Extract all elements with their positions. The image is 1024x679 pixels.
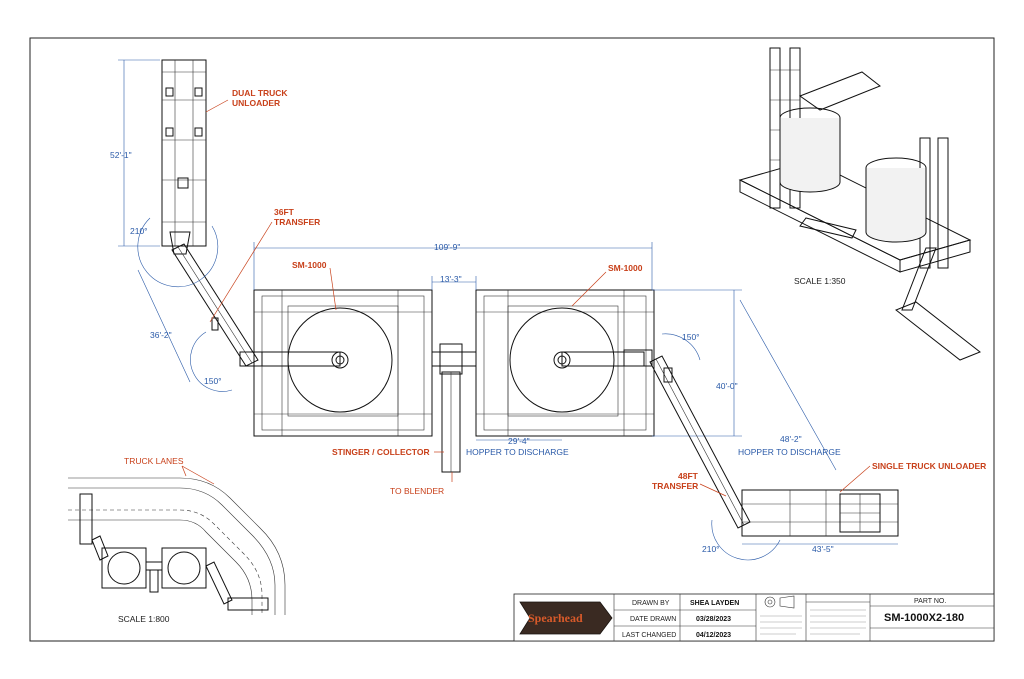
last-changed-value: 04/12/2023: [696, 632, 731, 639]
note-hopper-to-discharge-left: HOPPER TO DISCHARGE: [466, 447, 569, 457]
mini-site-plan: [68, 477, 286, 615]
date-drawn-value: 03/28/2023: [696, 616, 731, 623]
sm-1000-left-unit: [253, 289, 433, 437]
callout-dual-truck-unloader-1: DUAL TRUCK: [232, 88, 288, 98]
part-no-value: SM-1000X2-180: [884, 612, 964, 624]
callout-36ft-transfer-2: TRANSFER: [274, 217, 320, 227]
leader-lines: [181, 99, 871, 497]
scale-mini-plan: SCALE 1:800: [118, 614, 170, 624]
callout-stinger-collector: STINGER / COLLECTOR: [332, 447, 430, 457]
dim-29-4: 29'-4": [508, 436, 530, 446]
transfer-36ft-conveyor: [171, 243, 263, 367]
callout-48ft-transfer-1: 48FT: [678, 471, 699, 481]
dim-52-1: 52'-1": [110, 150, 132, 160]
scale-isometric: SCALE 1:350: [794, 276, 846, 286]
drawn-by-label: DRAWN BY: [632, 600, 670, 607]
dim-43-5: 43'-5": [812, 544, 834, 554]
sm-1000-right-unit: [475, 289, 655, 437]
callout-to-blender: TO BLENDER: [390, 486, 444, 496]
sheet-border: [29, 37, 995, 642]
callout-truck-lanes: TRUCK LANES: [124, 456, 184, 466]
date-drawn-label: DATE DRAWN: [630, 616, 676, 623]
dim-210-bottom: 210°: [702, 544, 720, 554]
callout-dual-truck-unloader-2: UNLOADER: [232, 98, 280, 108]
projection-symbol-icon: [764, 595, 795, 609]
note-hopper-to-discharge-right: HOPPER TO DISCHARGE: [738, 447, 841, 457]
dim-109-9: 109'-9": [434, 242, 460, 252]
left-dimension-lines: [118, 59, 233, 392]
isometric-view: [738, 47, 981, 361]
callout-36ft-transfer-1: 36FT: [274, 207, 295, 217]
callout-sm-1000-left: SM-1000: [292, 260, 327, 270]
dim-40-0: 40'-0": [716, 381, 738, 391]
callout-48ft-transfer-2: TRANSFER: [652, 481, 698, 491]
part-no-label: PART NO.: [914, 598, 946, 605]
spearhead-logo-text: Spearhead: [528, 611, 583, 625]
dim-210-top: 210°: [130, 226, 148, 236]
single-truck-unloader-drawing: [711, 489, 899, 561]
dim-150-right: 150°: [682, 332, 700, 342]
drawn-by-value: SHEA LAYDEN: [690, 600, 739, 607]
callout-single-truck-unloader: SINGLE TRUCK UNLOADER: [872, 461, 986, 471]
spearhead-logo: Spearhead: [519, 601, 613, 635]
stinger-collector-drawing: [431, 343, 477, 473]
dim-36-2: 36'-2": [150, 330, 172, 340]
dim-150-left: 150°: [204, 376, 222, 386]
callout-sm-1000-right: SM-1000: [608, 263, 643, 273]
dual-truck-unloader-drawing: [161, 59, 207, 255]
dim-48-2: 48'-2": [780, 434, 802, 444]
transfer-48ft-conveyor: [649, 299, 837, 529]
last-changed-label: LAST CHANGED: [622, 632, 676, 639]
dim-13-3: 13'-3": [440, 274, 462, 284]
